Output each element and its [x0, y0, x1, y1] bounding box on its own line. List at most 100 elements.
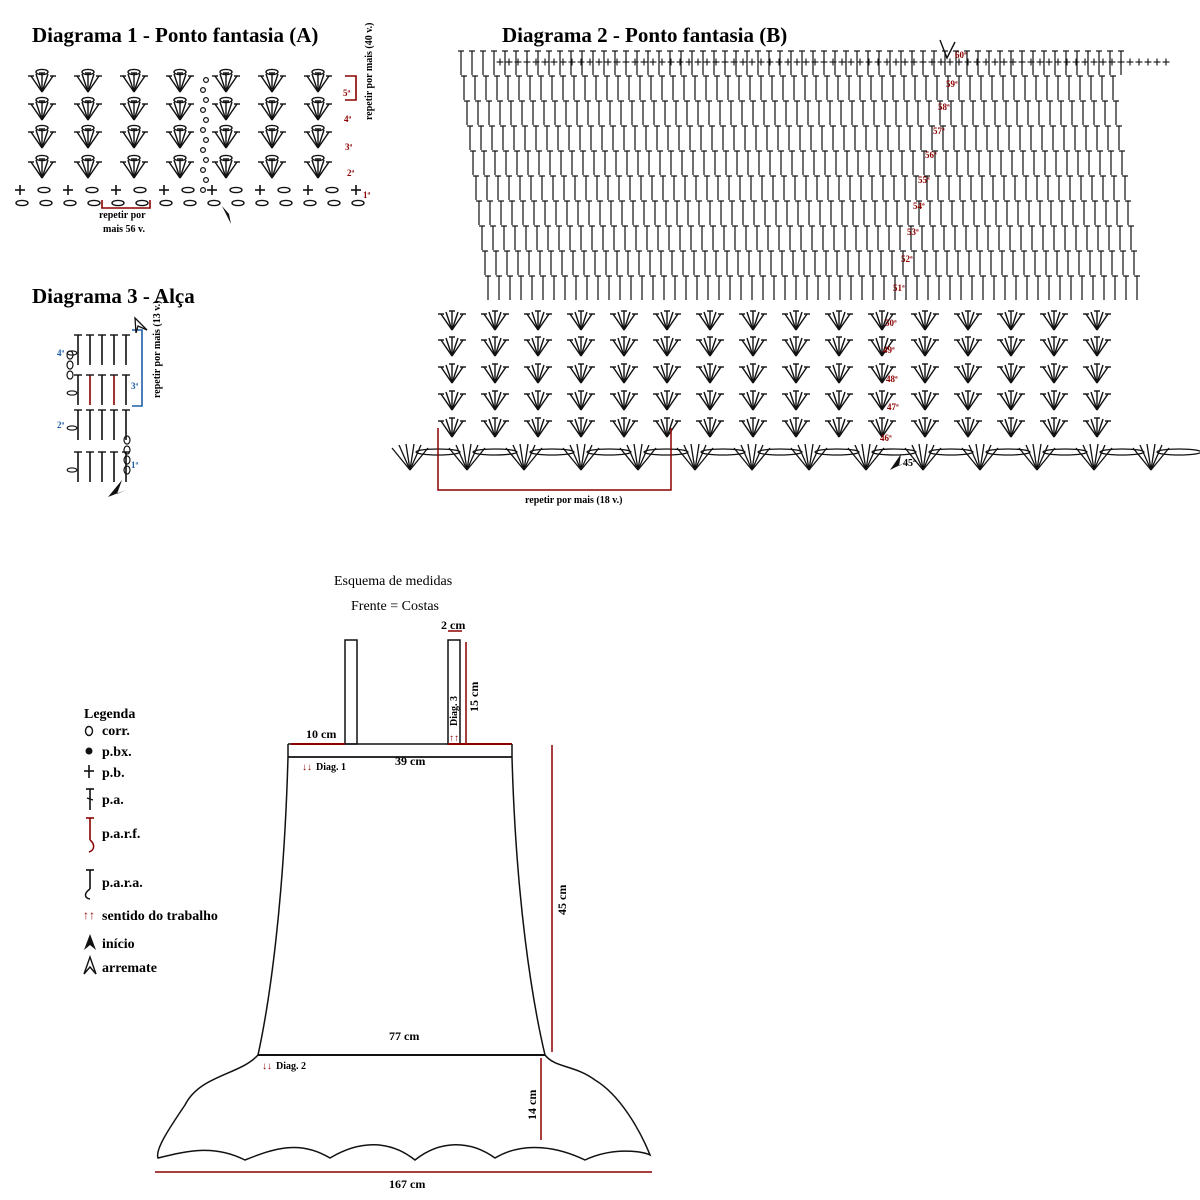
double-crochet-stitch [629, 200, 637, 226]
double-crochet-stitch [811, 250, 819, 276]
diagram2-chart: 45ª46ª47ª48ª49ª50ª51ª52ª53ª54ª55ª56ª57ª5… [391, 39, 1200, 491]
single-crochet-stitch [1152, 57, 1162, 67]
shell-stitch [480, 363, 510, 384]
double-crochet-stitch [1001, 275, 1009, 301]
chain-stitch [111, 199, 125, 207]
double-crochet-stitch [590, 150, 598, 176]
single-crochet-stitch [1071, 57, 1081, 67]
chain-stitch [200, 187, 207, 194]
double-crochet-stitch [1021, 75, 1029, 101]
single-crochet-stitch [522, 57, 532, 67]
double-crochet-stitch [723, 250, 731, 276]
double-crochet-stitch [1023, 275, 1031, 301]
double-crochet-stitch [581, 75, 589, 101]
repeat-bracket [132, 329, 143, 407]
double-crochet-stitch [657, 250, 665, 276]
double-crochet-stitch [904, 200, 912, 226]
double-crochet-stitch [582, 175, 590, 201]
single-crochet-stitch [639, 57, 649, 67]
double-crochet-stitch [954, 250, 962, 276]
double-crochet-stitch [671, 275, 679, 301]
double-crochet-stitch [606, 100, 614, 126]
double-crochet-stitch [1095, 50, 1103, 76]
double-crochet-stitch [987, 250, 995, 276]
double-crochet-stitch [655, 50, 663, 76]
double-crochet-stitch [585, 200, 593, 226]
chain-stitch [203, 116, 210, 123]
double-crochet-stitch [571, 175, 579, 201]
double-crochet-stitch [596, 200, 604, 226]
single-crochet-stitch [1098, 57, 1108, 67]
double-crochet-stitch [935, 275, 943, 301]
shell-stitch [391, 443, 429, 471]
double-crochet-stitch [506, 275, 514, 301]
double-crochet-stitch [713, 75, 721, 101]
double-crochet-stitch [843, 150, 851, 176]
chain-stitch [586, 448, 632, 456]
double-crochet-stitch [1010, 75, 1018, 101]
double-crochet-stitch [1019, 150, 1027, 176]
double-crochet-stitch [832, 150, 840, 176]
double-crochet-stitch [495, 275, 503, 301]
double-crochet-stitch [644, 50, 652, 76]
single-crochet-stitch [495, 57, 505, 67]
double-crochet-stitch [1024, 100, 1032, 126]
double-crochet-stitch [682, 275, 690, 301]
double-crochet-stitch [1079, 100, 1087, 126]
double-crochet-stitch [478, 225, 486, 251]
shell-stitch [695, 310, 725, 331]
row-number: 49ª [883, 345, 895, 355]
chain-stitch [200, 126, 207, 133]
double-crochet-stitch [625, 75, 633, 101]
double-crochet-stitch [1116, 225, 1124, 251]
chain-stitch [303, 199, 317, 207]
single-crochet-stitch [594, 57, 604, 67]
double-crochet-stitch [519, 200, 527, 226]
legend-item-label: corr. [102, 724, 130, 739]
double-crochet-stitch [731, 225, 739, 251]
double-crochet-stitch [1113, 200, 1121, 226]
double-crochet-stitch [810, 150, 818, 176]
double-crochet-stitch [538, 175, 546, 201]
shell-stitch [738, 363, 768, 384]
single-crochet-stitch [1089, 57, 1099, 67]
double-crochet-stitch [469, 150, 477, 176]
double-crochet-stitch [999, 75, 1007, 101]
chain-stitch [351, 199, 365, 207]
double-crochet-stitch [864, 50, 872, 76]
chain-stitch [87, 199, 101, 207]
double-crochet-stitch [1100, 275, 1108, 301]
shell-stitch [27, 72, 57, 93]
double-crochet-stitch [475, 200, 483, 226]
shell-stitch [781, 363, 811, 384]
double-crochet-stitch [860, 200, 868, 226]
double-crochet-stitch [612, 150, 620, 176]
double-crochet-stitch [983, 125, 991, 151]
double-crochet-stitch [1022, 175, 1030, 201]
diagram1-repeat-vertical: repetir por mais (40 v.) [364, 23, 375, 121]
double-crochet-stitch [540, 100, 548, 126]
double-crochet-stitch [793, 100, 801, 126]
double-crochet-stitch [529, 100, 537, 126]
double-crochet-stitch [859, 100, 867, 126]
shell-stitch [119, 100, 149, 121]
shell-stitch [953, 310, 983, 331]
double-crochet-stitch [463, 100, 471, 126]
row-number: 2ª [57, 420, 65, 430]
double-crochet-stitch [1036, 200, 1044, 226]
double-crochet-stitch [1122, 275, 1130, 301]
double-crochet-stitch [724, 75, 732, 101]
double-crochet-stitch [472, 175, 480, 201]
double-crochet-stitch [1020, 250, 1028, 276]
double-crochet-stitch [669, 75, 677, 101]
double-crochet-stitch [896, 225, 904, 251]
double-crochet-stitch [711, 150, 719, 176]
double-crochet-stitch [577, 225, 585, 251]
shell-stitch [27, 128, 57, 149]
single-crochet-stitch [936, 57, 946, 67]
double-crochet-stitch [892, 100, 900, 126]
double-crochet-stitch [767, 250, 775, 276]
shell-stitch [847, 443, 885, 471]
double-crochet-stitch [468, 50, 476, 76]
double-crochet-stitch [1002, 100, 1010, 126]
